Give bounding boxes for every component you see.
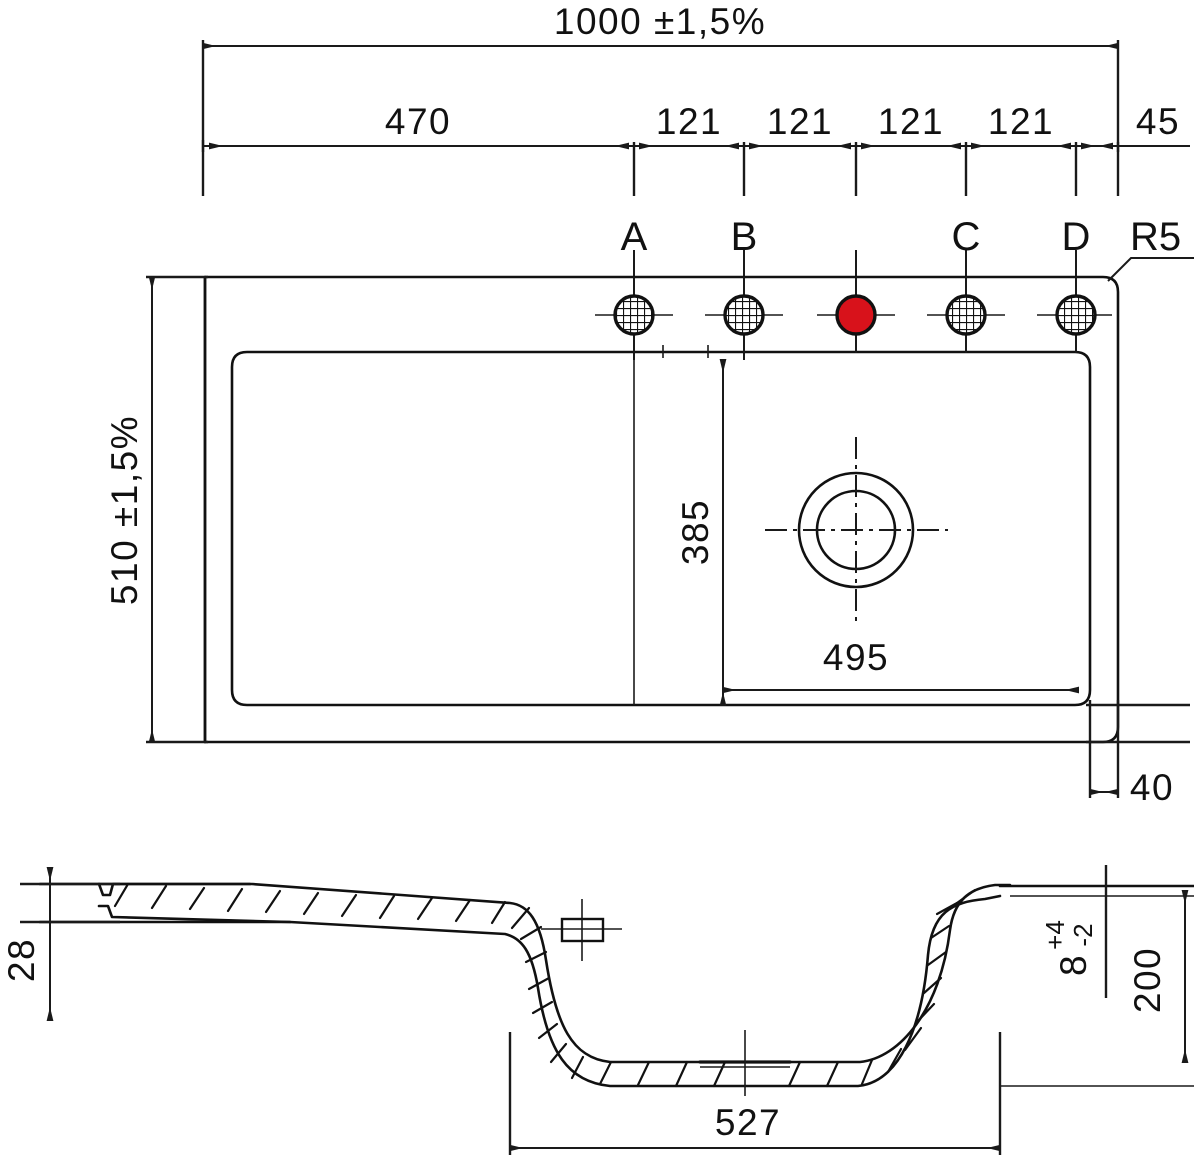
overall-depth-dimension (146, 275, 208, 744)
chain-dim-45: 45 (1136, 101, 1180, 142)
chain-dim-121-4: 121 (988, 101, 1054, 142)
bowl-bottom-offset-dimension (1086, 700, 1190, 798)
section-hatching (113, 882, 977, 1088)
bowl-depth-dimension (998, 865, 1194, 1087)
section-drain-marker (541, 899, 622, 961)
bowl-bottom-width-dimension (508, 1032, 1002, 1155)
wall-tolerance-value: 8 (1053, 954, 1094, 976)
chain-dim-470: 470 (385, 101, 451, 142)
chain-dimension-line (201, 140, 1190, 196)
section-profile (97, 882, 1012, 1088)
bowl-depth-label: 200 (1127, 947, 1168, 1013)
wall-tolerance-minus: -2 (1068, 923, 1098, 946)
rim-thickness-label: 28 (1, 938, 42, 982)
tap-hole-B[interactable] (705, 277, 783, 353)
tap-hole-A[interactable] (595, 277, 673, 353)
tap-hole-D[interactable] (1037, 277, 1112, 353)
rim-thickness-dimension (20, 867, 120, 1021)
overall-width-label: 1000 ±1,5% (554, 1, 766, 42)
drain-opening (765, 437, 948, 623)
hole-label-C: C (952, 215, 981, 259)
overall-depth-label: 510 ±1,5% (104, 415, 145, 605)
r5-leader (1107, 257, 1194, 282)
chain-dim-121-2: 121 (767, 101, 833, 142)
section-rim (38, 882, 292, 924)
hole-label-D: D (1062, 215, 1091, 259)
chain-dim-121-1: 121 (656, 101, 722, 142)
wall-tolerance-plus: +4 (1040, 920, 1070, 950)
corner-radius-label: R5 (1130, 215, 1181, 259)
hole-label-B: B (731, 215, 758, 259)
drain-position-label: 495 (823, 637, 889, 678)
sink-top-view-outline (203, 275, 1120, 744)
bowl-bottom-width-label: 527 (715, 1102, 781, 1143)
overall-width-dimension (201, 40, 1120, 152)
hole-label-A: A (621, 215, 648, 259)
tap-hole-selected[interactable] (817, 277, 895, 353)
chain-dim-121-3: 121 (878, 101, 944, 142)
bowl-offset-label: 40 (1130, 767, 1174, 808)
bowl-width-label: 385 (675, 499, 716, 565)
tap-hole-C[interactable] (927, 277, 1005, 353)
